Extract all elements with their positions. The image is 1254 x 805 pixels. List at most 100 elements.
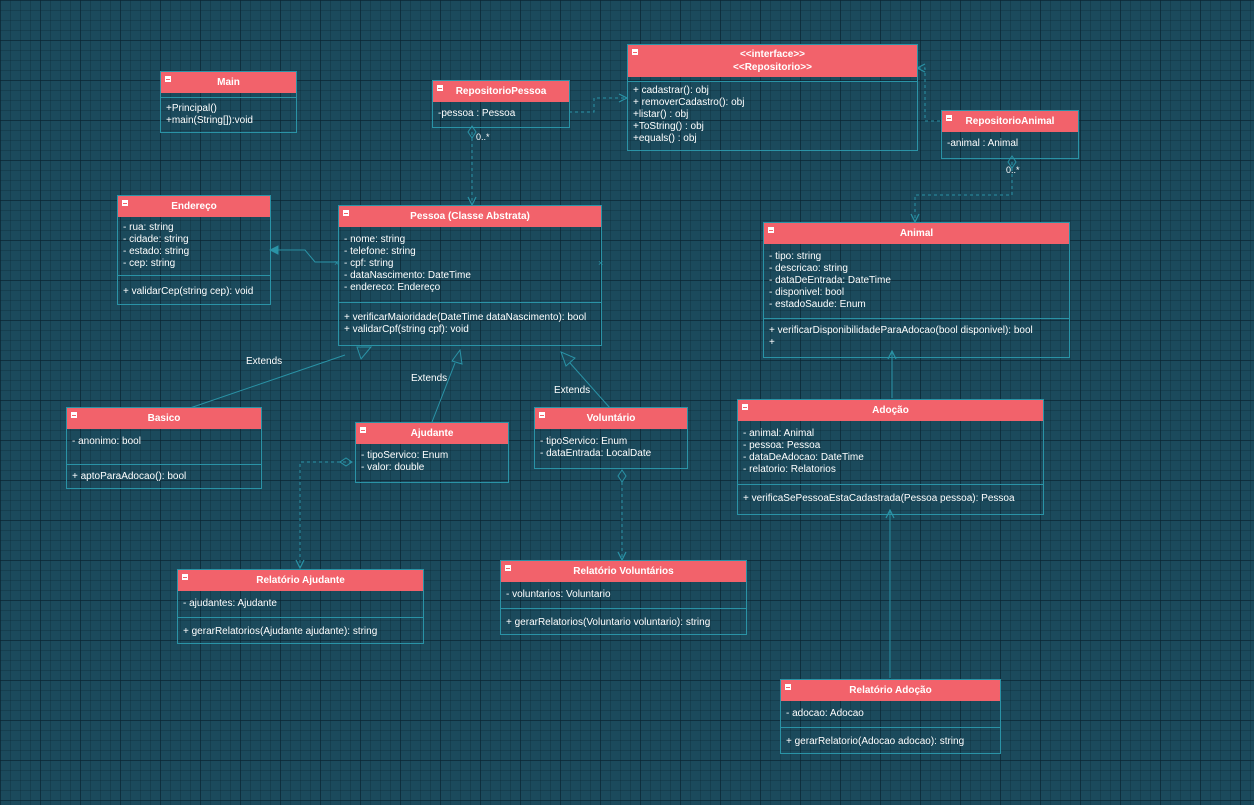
attribute: -animal : Animal xyxy=(947,138,1019,149)
operation: + gerarRelatorio(Adocao adocao): string xyxy=(786,736,965,747)
operations: + verificaSePessoaEstaCadastrada(Pessoa … xyxy=(738,484,1043,514)
operation: + verificaSePessoaEstaCadastrada(Pessoa … xyxy=(743,493,1015,504)
operations: + validarCep(string cep): void xyxy=(118,275,270,304)
extends-basico-line xyxy=(189,354,346,409)
attribute: - telefone: string xyxy=(344,246,416,257)
class-voluntario[interactable]: Voluntário - tipoServico: Enum - dataEnt… xyxy=(534,407,688,469)
extends-label-basico: Extends xyxy=(246,356,283,367)
attributes: - ajudantes: Ajudante xyxy=(178,591,423,617)
attribute: - dataNascimento: DateTime xyxy=(344,270,471,281)
assoc-ajudante-relatorio-line xyxy=(300,461,352,568)
operation: + removerCadastro(): obj xyxy=(633,97,745,108)
class-interface-repositorio[interactable]: <<interface>><<Repositorio>> + cadastrar… xyxy=(627,44,918,151)
collapse-box-icon[interactable] xyxy=(182,574,188,580)
class-header: Relatório Adoção xyxy=(781,680,1000,701)
class-header: Endereço xyxy=(118,196,270,217)
collapse-box-icon[interactable] xyxy=(437,85,443,91)
class-header: Relatório Voluntários xyxy=(501,561,746,582)
attribute: - descricao: string xyxy=(769,263,848,274)
collapse-box-icon[interactable] xyxy=(785,684,791,690)
collapse-box-icon[interactable] xyxy=(343,210,349,216)
operation: + validarCpf(string cpf): void xyxy=(344,324,469,335)
attributes: - tipoServico: Enum - valor: double xyxy=(356,444,508,482)
class-main[interactable]: Main +Principal() +main(String[]):void xyxy=(160,71,297,133)
operation: +equals() : obj xyxy=(633,133,697,144)
x-mark-right: × xyxy=(598,258,603,268)
extends-ajudante-line xyxy=(431,362,456,423)
collapse-box-icon[interactable] xyxy=(360,427,366,433)
attribute: - adocao: Adocao xyxy=(786,708,864,719)
attribute: - tipoServico: Enum xyxy=(540,436,628,447)
attribute: - valor: double xyxy=(361,462,425,473)
class-adocao[interactable]: Adoção - animal: Animal - pessoa: Pessoa… xyxy=(737,399,1044,515)
attribute: - tipo: string xyxy=(769,251,822,262)
class-repositorio-animal[interactable]: RepositorioAnimal -animal : Animal xyxy=(941,110,1079,159)
collapse-box-icon[interactable] xyxy=(742,404,748,410)
collapse-box-icon[interactable] xyxy=(122,200,128,206)
class-pessoa[interactable]: Pessoa (Classe Abstrata) - nome: string … xyxy=(338,205,602,346)
attribute: - relatorio: Relatorios xyxy=(743,464,836,475)
class-header: <<interface>><<Repositorio>> xyxy=(628,45,917,77)
attribute: - cidade: string xyxy=(123,234,189,245)
class-relatorio-ajudante[interactable]: Relatório Ajudante - ajudantes: Ajudante… xyxy=(177,569,424,644)
attributes: - adocao: Adocao xyxy=(781,701,1000,727)
operations: +Principal() +main(String[]):void xyxy=(161,97,296,132)
attribute: - ajudantes: Ajudante xyxy=(183,598,277,609)
operation: +listar() : obj xyxy=(633,109,689,120)
class-animal[interactable]: Animal - tipo: string - descricao: strin… xyxy=(763,222,1070,358)
collapse-box-icon[interactable] xyxy=(505,565,511,571)
attribute: - rua: string xyxy=(123,222,174,233)
class-header: Animal xyxy=(764,223,1069,244)
attributes: -animal : Animal xyxy=(942,132,1078,158)
collapse-box-icon[interactable] xyxy=(946,115,952,121)
operations: + verificarMaioridade(DateTime dataNasci… xyxy=(339,302,601,345)
attribute: - animal: Animal xyxy=(743,428,815,439)
operations: + cadastrar(): obj + removerCadastro(): … xyxy=(628,81,917,150)
assoc-pessoa-endereco-line xyxy=(270,250,338,263)
extends-ajudante-head xyxy=(451,348,463,365)
collapse-box-icon[interactable] xyxy=(71,412,77,418)
class-ajudante[interactable]: Ajudante - tipoServico: Enum - valor: do… xyxy=(355,422,509,483)
assoc-repo-animal-line xyxy=(915,162,1013,222)
attribute: - cep: string xyxy=(123,258,176,269)
attribute: - disponivel: bool xyxy=(769,287,845,298)
class-basico[interactable]: Basico - anonimo: bool + aptoParaAdocao(… xyxy=(66,407,262,489)
repo-animal-diamond xyxy=(1007,155,1017,169)
attribute: - endereco: Endereço xyxy=(344,282,441,293)
operation: +Principal() xyxy=(166,103,217,114)
attributes: - voluntarios: Voluntario xyxy=(501,582,746,608)
operations: + aptoParaAdocao(): bool xyxy=(67,464,261,488)
class-header: Relatório Ajudante xyxy=(178,570,423,591)
extends-basico-head xyxy=(356,346,373,361)
attribute: - pessoa: Pessoa xyxy=(743,440,821,451)
extends-voluntario-head xyxy=(560,351,576,367)
attribute: - cpf: string xyxy=(344,258,394,269)
multiplicity-repo-animal: 0..* xyxy=(1006,165,1020,175)
collapse-box-icon[interactable] xyxy=(768,227,774,233)
operation: + verificarDisponibilidadeParaAdocao(boo… xyxy=(769,325,1033,336)
class-relatorio-voluntarios[interactable]: Relatório Voluntários - voluntarios: Vol… xyxy=(500,560,747,635)
extends-label-voluntario: Extends xyxy=(554,385,591,396)
class-relatorio-adocao[interactable]: Relatório Adoção - adocao: Adocao + gera… xyxy=(780,679,1001,754)
multiplicity-repo-pessoa: 0..* xyxy=(476,132,490,142)
attribute: - estadoSaude: Enum xyxy=(769,299,866,310)
operation: + aptoParaAdocao(): bool xyxy=(72,471,187,482)
collapse-box-icon[interactable] xyxy=(632,49,638,55)
attribute: - voluntarios: Voluntario xyxy=(506,589,611,600)
operation: + gerarRelatorios(Voluntario voluntario)… xyxy=(506,617,711,628)
class-header: Basico xyxy=(67,408,261,429)
class-header: Adoção xyxy=(738,400,1043,421)
operations: + gerarRelatorio(Adocao adocao): string xyxy=(781,727,1000,753)
operation: + gerarRelatorios(Ajudante ajudante): st… xyxy=(183,626,378,637)
class-endereco[interactable]: Endereço - rua: string - cidade: string … xyxy=(117,195,271,305)
class-repositorio-pessoa[interactable]: RepositorioPessoa -pessoa : Pessoa xyxy=(432,80,570,128)
attribute: - tipoServico: Enum xyxy=(361,450,449,461)
repo-pessoa-diamond xyxy=(467,125,477,139)
class-header: Main xyxy=(161,72,296,93)
collapse-box-icon[interactable] xyxy=(539,412,545,418)
attributes: - animal: Animal - pessoa: Pessoa - data… xyxy=(738,421,1043,484)
extends-voluntario-line xyxy=(569,362,611,409)
voluntario-relatorio-diamond xyxy=(617,469,627,483)
collapse-box-icon[interactable] xyxy=(165,76,171,82)
